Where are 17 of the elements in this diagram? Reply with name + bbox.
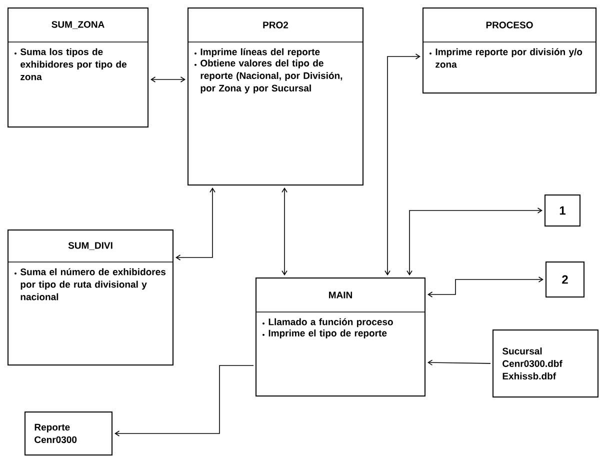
arrow bbox=[384, 54, 420, 276]
connector-box: 1 bbox=[544, 194, 580, 226]
arrow bbox=[176, 188, 216, 260]
connector-box: 2 bbox=[546, 262, 584, 298]
module-box: MAIN Llamado a función proceso Imprime el tipo de reporte bbox=[256, 278, 426, 396]
module-box: SUM_DIVI Suma el número de exhibidores por tipo de ruta divisional y nacional bbox=[8, 230, 174, 366]
arrow bbox=[428, 276, 544, 298]
file-box: Reporte Cenr0300 bbox=[24, 412, 112, 456]
module-box: PROCESO Imprime reporte por división y/o zona bbox=[422, 8, 596, 94]
arrow bbox=[282, 188, 288, 276]
file-box: Sucursal Cenr0300.dbf Exhissb.dbf bbox=[492, 330, 598, 398]
module-box: PRO2 Imprime líneas del reporte Obtiene valores del tipo de reporte (Nacional, por División, por Zona y por Sucursal bbox=[188, 8, 364, 186]
arrow bbox=[428, 360, 491, 366]
module-box: SUM_ZONA Suma los tipos de exhibidores por tipo de zona bbox=[8, 8, 148, 128]
arrow bbox=[406, 208, 542, 276]
arrow bbox=[114, 365, 254, 436]
arrow bbox=[150, 76, 186, 82]
